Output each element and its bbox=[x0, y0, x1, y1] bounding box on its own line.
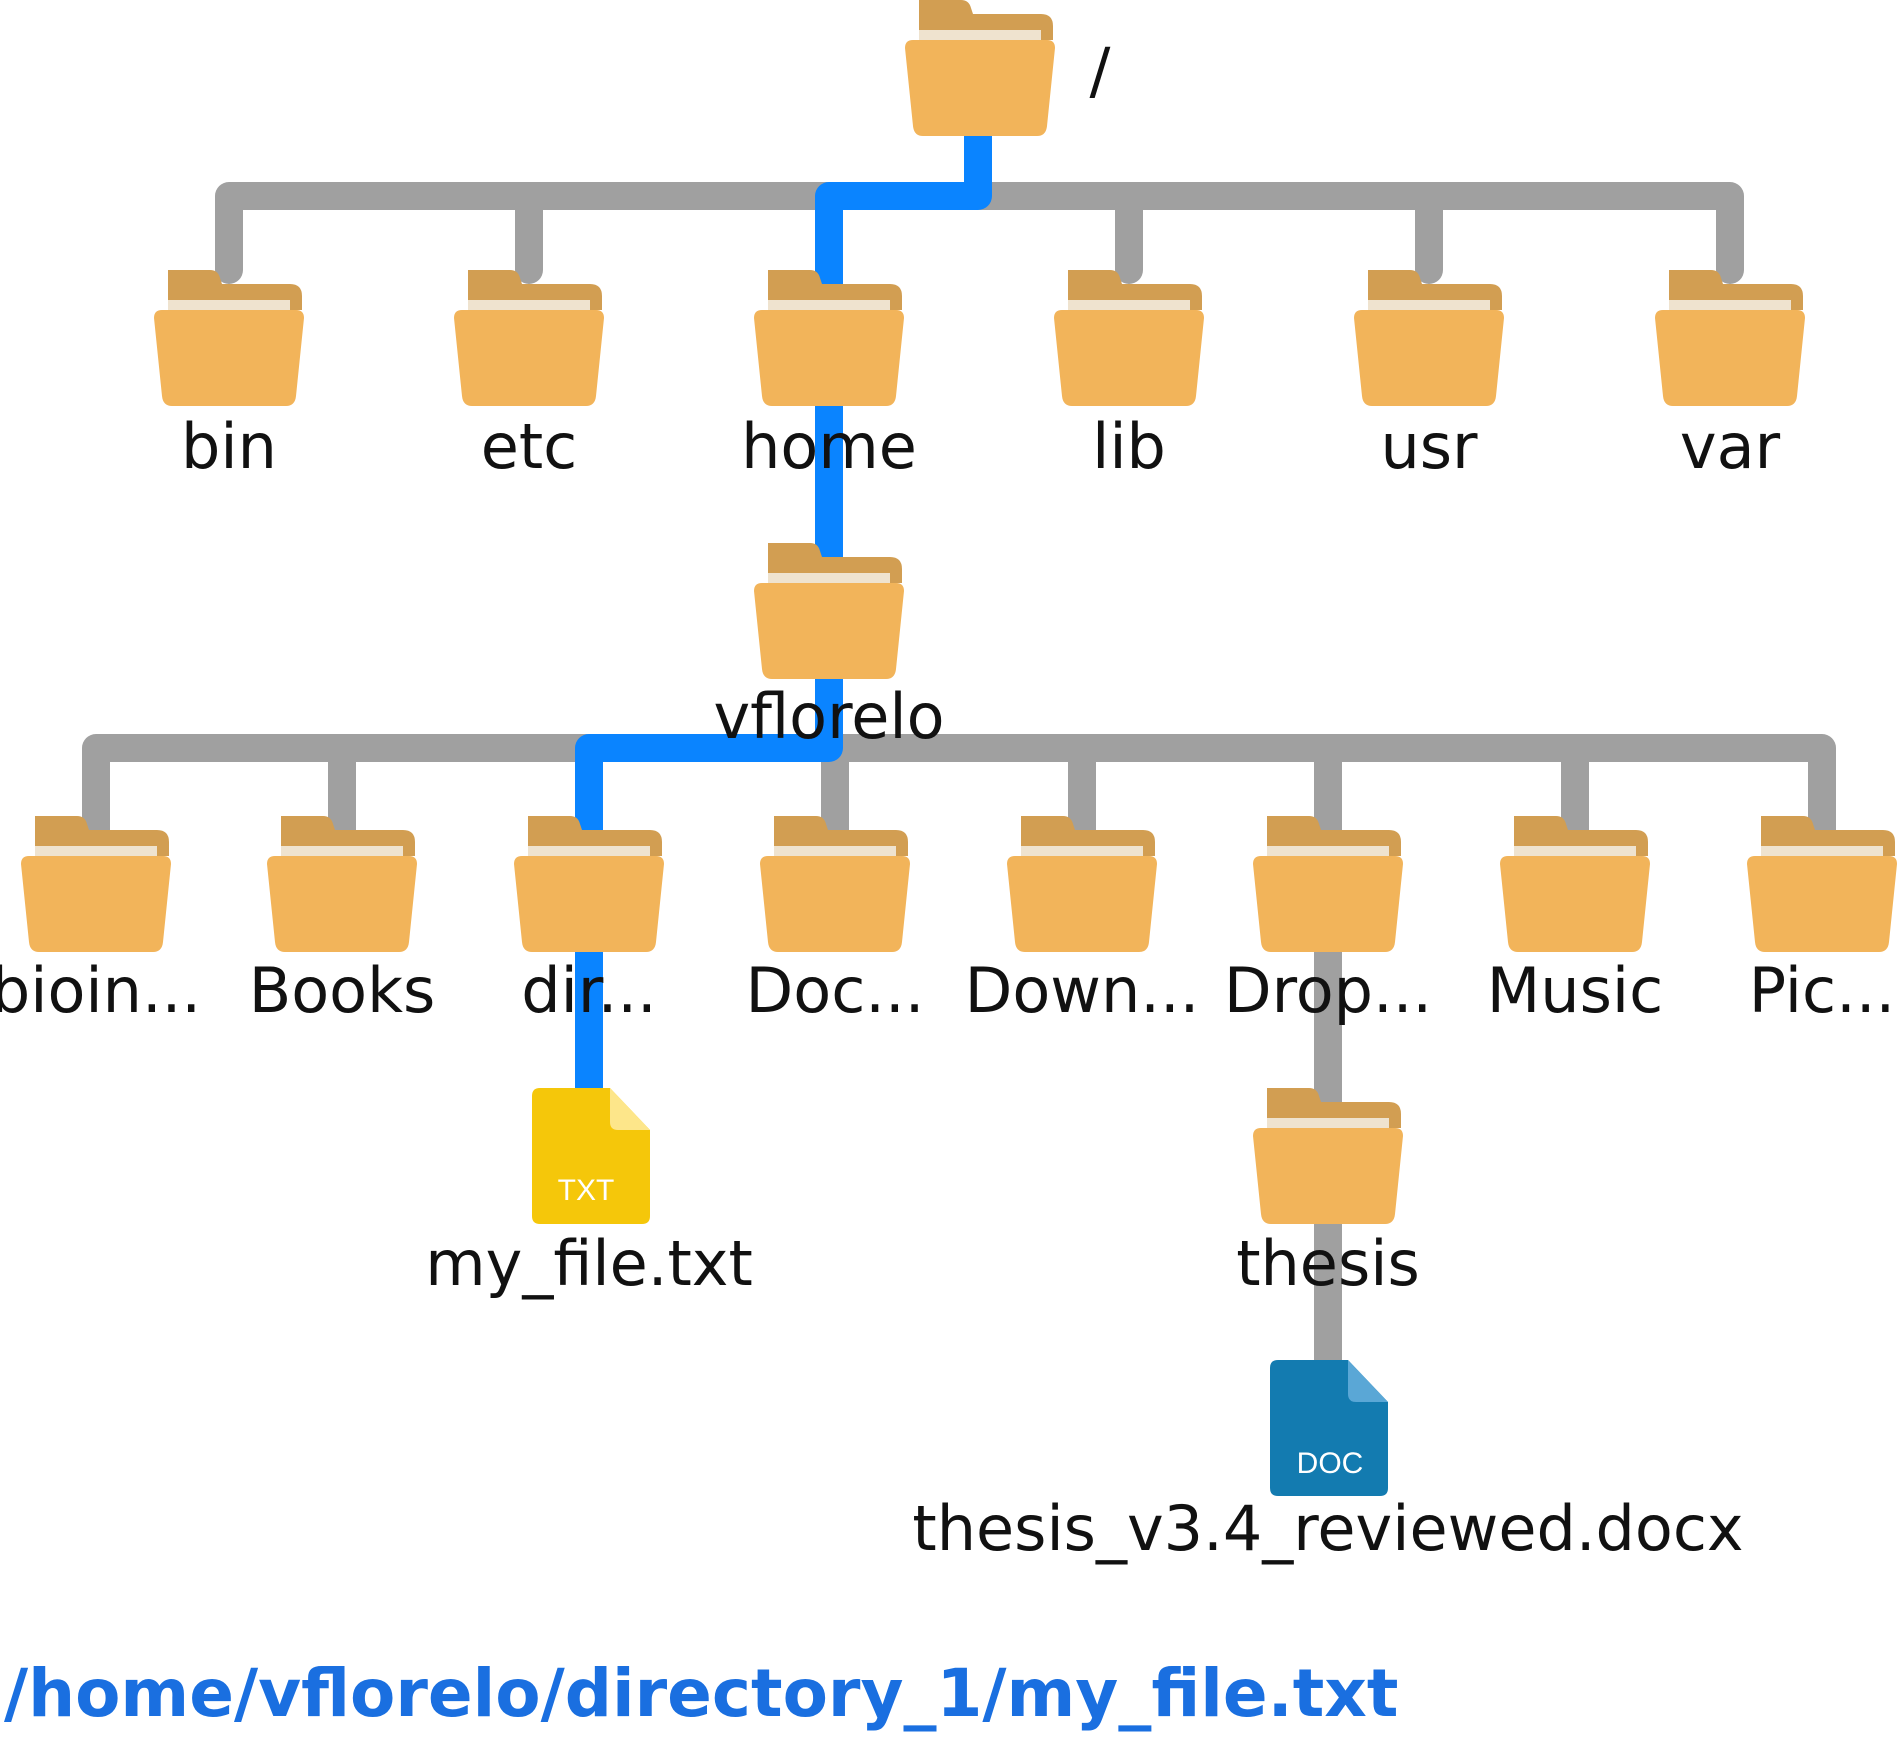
folder-label: bioin... bbox=[0, 954, 201, 1027]
folder-label: Music bbox=[1487, 954, 1663, 1027]
folder-icon bbox=[1655, 270, 1805, 406]
folder-label: vflorelo bbox=[713, 680, 944, 753]
folder-label: usr bbox=[1380, 410, 1478, 483]
folder-icon bbox=[1253, 816, 1403, 952]
folder-label: home bbox=[741, 410, 917, 483]
folder-icon bbox=[1500, 816, 1650, 952]
folder-icon bbox=[1354, 270, 1504, 406]
folder-icon bbox=[1054, 270, 1204, 406]
folder-icon bbox=[454, 270, 604, 406]
folder-label: etc bbox=[481, 410, 578, 483]
folder-lib[interactable]: lib bbox=[1054, 270, 1204, 483]
folder-label: Pic... bbox=[1749, 954, 1895, 1027]
tree-connectors bbox=[82, 182, 1836, 1374]
folder-vflorelo[interactable]: vflorelo bbox=[713, 543, 945, 753]
folder-directory-1[interactable]: dir... bbox=[514, 816, 664, 1027]
folder-var[interactable]: var bbox=[1655, 270, 1805, 483]
folder-music[interactable]: Music bbox=[1487, 816, 1663, 1027]
doc-file-icon: DOC bbox=[1270, 1360, 1388, 1496]
folder-thesis[interactable]: thesis bbox=[1236, 1088, 1420, 1300]
file-my-file-txt[interactable]: TXT my_file.txt bbox=[425, 1088, 753, 1300]
folder-bin[interactable]: bin bbox=[154, 270, 304, 483]
folder-icon bbox=[754, 543, 904, 679]
folder-usr[interactable]: usr bbox=[1354, 270, 1504, 483]
highlighted-path-line bbox=[575, 134, 992, 1090]
file-type-badge: TXT bbox=[558, 1174, 615, 1207]
folder-dropbox[interactable]: Drop... bbox=[1224, 816, 1432, 1027]
folder-etc[interactable]: etc bbox=[454, 270, 604, 483]
folder-home[interactable]: home bbox=[741, 270, 917, 483]
txt-file-icon: TXT bbox=[532, 1088, 650, 1224]
folder-icon bbox=[154, 270, 304, 406]
folder-books[interactable]: Books bbox=[249, 816, 436, 1027]
root-folder-label: / bbox=[1090, 34, 1111, 107]
folder-label: bin bbox=[181, 410, 277, 483]
folder-downloads[interactable]: Down... bbox=[965, 816, 1200, 1027]
folder-pictures[interactable]: Pic... bbox=[1747, 816, 1897, 1027]
folder-icon bbox=[1747, 816, 1897, 952]
folder-icon bbox=[754, 270, 904, 406]
folder-icon bbox=[267, 816, 417, 952]
file-type-badge: DOC bbox=[1297, 1447, 1364, 1480]
folder-label: thesis bbox=[1236, 1227, 1420, 1300]
absolute-path-text: /home/vflorelo/directory_1/my_file.txt bbox=[4, 1655, 1398, 1732]
folder-label: dir... bbox=[521, 954, 657, 1027]
root-folder-icon[interactable] bbox=[905, 0, 1055, 136]
folder-label: Drop... bbox=[1224, 954, 1432, 1027]
folder-bioinformatics[interactable]: bioin... bbox=[0, 816, 201, 1027]
file-label: my_file.txt bbox=[425, 1227, 753, 1300]
folder-label: lib bbox=[1092, 410, 1166, 483]
folder-label: var bbox=[1680, 410, 1781, 483]
folder-label: Down... bbox=[965, 954, 1200, 1027]
folder-label: Books bbox=[249, 954, 436, 1027]
folder-icon bbox=[760, 816, 910, 952]
folder-documents[interactable]: Doc... bbox=[746, 816, 925, 1027]
folder-icon bbox=[1253, 1088, 1403, 1224]
folder-icon bbox=[21, 816, 171, 952]
file-thesis-docx[interactable]: DOC thesis_v3.4_reviewed.docx bbox=[912, 1360, 1744, 1565]
folder-label: Doc... bbox=[746, 954, 925, 1027]
folder-icon bbox=[1007, 816, 1157, 952]
folder-icon bbox=[514, 816, 664, 952]
file-label: thesis_v3.4_reviewed.docx bbox=[912, 1492, 1743, 1565]
